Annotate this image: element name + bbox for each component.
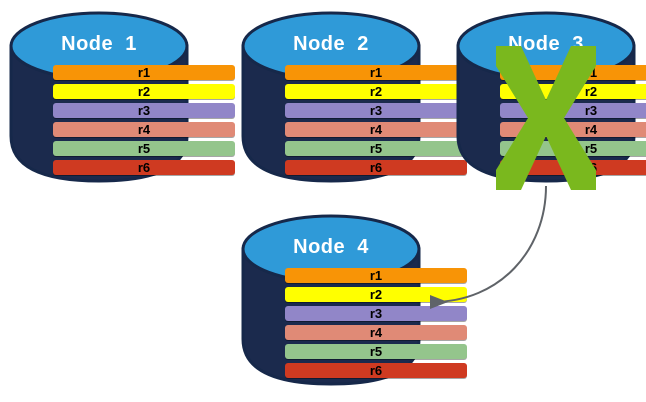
node-title: Node 4 [293, 236, 369, 258]
row-label: r6 [369, 160, 383, 175]
row-label: r5 [137, 141, 151, 156]
row-bar[interactable]: r3 [500, 103, 646, 118]
row-list: r1 r2 r3 r4 r5 r6 [8, 65, 280, 179]
row-bar[interactable]: r1 [500, 65, 646, 80]
row-bar[interactable]: r3 [285, 103, 467, 118]
row-list: r1 r2 r3 r4 r5 r6 [240, 268, 512, 382]
row-bar[interactable]: r2 [53, 84, 235, 99]
row-label: r6 [369, 363, 383, 378]
row-label: r1 [137, 65, 151, 80]
row-list: r1 r2 r3 r4 r5 r6 [455, 65, 646, 179]
row-label: r4 [137, 122, 151, 137]
node-title: Node 3 [508, 33, 584, 55]
node-title: Node 2 [293, 33, 369, 55]
row-bar[interactable]: r3 [53, 103, 235, 118]
row-bar[interactable]: r6 [285, 363, 467, 378]
row-bar[interactable]: r6 [500, 160, 646, 175]
row-label: r5 [369, 344, 383, 359]
row-label: r2 [369, 84, 383, 99]
row-bar[interactable]: r6 [53, 160, 235, 175]
row-label: r3 [369, 306, 383, 321]
row-label: r3 [137, 103, 151, 118]
row-label: r4 [369, 325, 383, 340]
node-title: Node 1 [61, 33, 137, 55]
row-label: r6 [137, 160, 151, 175]
row-label: r3 [584, 103, 598, 118]
row-bar[interactable]: r1 [285, 65, 467, 80]
row-label: r2 [369, 287, 383, 302]
row-label: r5 [584, 141, 598, 156]
row-bar[interactable]: r4 [285, 122, 467, 137]
row-label: r2 [584, 84, 598, 99]
row-label: r6 [584, 160, 598, 175]
row-bar[interactable]: r1 [53, 65, 235, 80]
node-cylinder-1[interactable]: Node 1 r1 r2 r3 r4 r5 r6 [8, 6, 235, 184]
node-cylinder-4[interactable]: Node 4 r1 r2 r3 r4 r5 r6 [240, 209, 467, 387]
row-bar[interactable]: r4 [285, 325, 467, 340]
row-list: r1 r2 r3 r4 r5 r6 [240, 65, 512, 179]
row-label: r4 [369, 122, 383, 137]
row-bar[interactable]: r5 [500, 141, 646, 156]
row-label: r1 [584, 65, 598, 80]
row-bar[interactable]: r4 [53, 122, 235, 137]
row-bar[interactable]: r2 [285, 287, 467, 302]
row-label: r2 [137, 84, 151, 99]
row-bar[interactable]: r5 [285, 344, 467, 359]
row-bar[interactable]: r5 [53, 141, 235, 156]
row-bar[interactable]: r3 [285, 306, 467, 321]
row-bar[interactable]: r6 [285, 160, 467, 175]
row-label: r1 [369, 268, 383, 283]
row-bar[interactable]: r2 [285, 84, 467, 99]
row-bar[interactable]: r1 [285, 268, 467, 283]
row-bar[interactable]: r5 [285, 141, 467, 156]
row-bar[interactable]: r4 [500, 122, 646, 137]
node-cylinder-2[interactable]: Node 2 r1 r2 r3 r4 r5 r6 [240, 6, 467, 184]
row-label: r3 [369, 103, 383, 118]
node-cylinder-3[interactable]: Node 3 r1 r2 r3 r4 r5 r6 [455, 6, 646, 190]
row-label: r1 [369, 65, 383, 80]
row-label: r4 [584, 122, 598, 137]
row-bar[interactable]: r2 [500, 84, 646, 99]
row-label: r5 [369, 141, 383, 156]
